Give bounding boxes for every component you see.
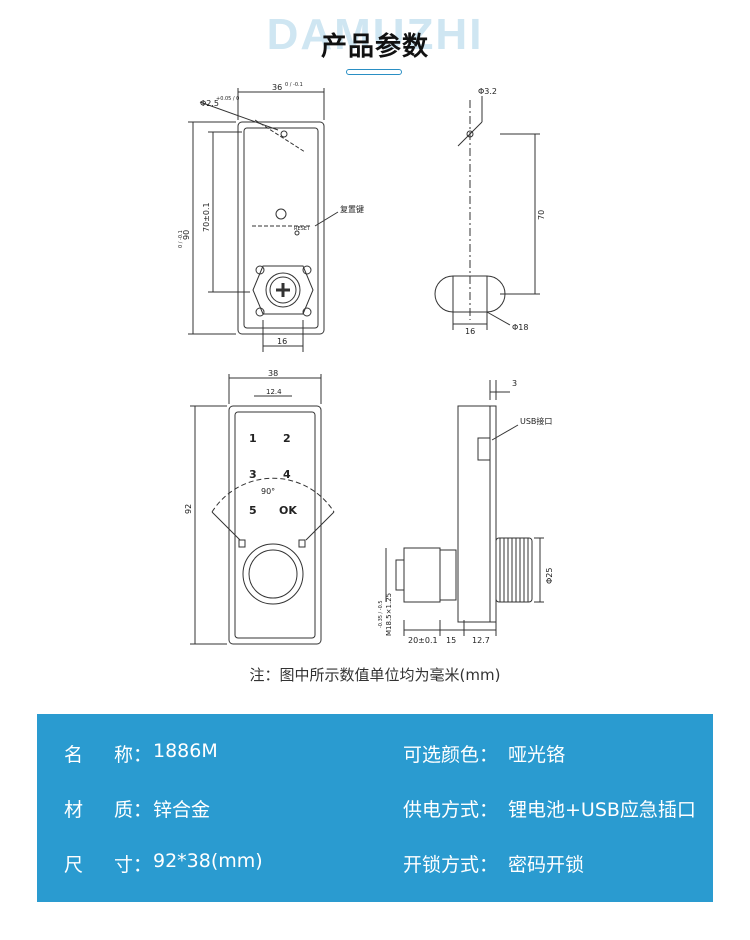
spec-label: 材 xyxy=(64,799,84,821)
keypad-key: OK xyxy=(279,504,297,517)
unit-note: 注：图中所示数值单位均为毫米(mm) xyxy=(249,666,501,684)
dim-bottom-width: 16 xyxy=(277,337,287,346)
label-usb-port: USB接口 xyxy=(520,416,552,426)
dim-bottom-1: 20±0.1 xyxy=(408,636,438,645)
title-underline xyxy=(346,69,402,75)
brand-watermark: DAMUZHI xyxy=(266,10,484,59)
label-reset-key: 复置键 xyxy=(340,204,364,214)
header: DAMUZHI 产品参数 xyxy=(0,0,750,90)
spec-value-power: 锂电池+USB应急插口 xyxy=(508,799,696,821)
spec-row: 材 质： 锌合金 供电方式： 锂电池+USB应急插口 xyxy=(37,795,713,825)
spec-label: 开锁方式： xyxy=(403,854,499,876)
keypad-key: 3 xyxy=(249,468,257,481)
keypad-key: 2 xyxy=(283,432,291,445)
page-title: 产品参数 xyxy=(320,32,429,62)
technical-drawing: Φ2.5 +0.05 / 0 36 0 / -0.1 90 0 / -0.1 7… xyxy=(160,80,590,660)
spec-label: 寸： xyxy=(114,854,153,876)
spec-label: 尺 xyxy=(64,854,84,876)
dim-hole-tol: +0.05 / 0 xyxy=(216,96,239,102)
dim-front-height: 92 xyxy=(184,504,193,514)
dim-height-total-tol: 0 / -0.1 xyxy=(178,230,184,248)
back-view xyxy=(188,88,339,352)
dim-bottom-3: 12.7 xyxy=(472,636,490,645)
dim-side-dia: Φ3.2 xyxy=(478,87,497,96)
spec-label: 可选颜色： xyxy=(403,744,499,766)
front-view xyxy=(190,374,335,645)
dim-knob-dia: Φ25 xyxy=(545,568,554,584)
spec-value-material: 锌合金 xyxy=(153,799,211,821)
dim-side-thickness: 3 xyxy=(512,379,517,388)
spec-label: 质： xyxy=(114,799,153,821)
spec-value-unlock: 密码开锁 xyxy=(508,854,585,876)
dim-hole-dia: Φ2.5 xyxy=(200,99,219,108)
spec-label: 称： xyxy=(114,744,153,766)
angle-label: 90° xyxy=(261,487,275,496)
dim-width-tol: 0 / -0.1 xyxy=(285,82,303,88)
keypad-key: 5 xyxy=(249,504,257,517)
spec-label: 名 xyxy=(64,744,84,766)
spec-panel: 名 称： 1886M 可选颜色： 哑光铬 材 质： 锌合金 供电方式： 锂电池+… xyxy=(37,714,713,902)
dim-thread: M18.5×1.25 xyxy=(385,593,393,636)
spec-row: 尺 寸： 92*38(mm) 开锁方式： 密码开锁 xyxy=(37,850,713,880)
keypad-key: 4 xyxy=(283,468,291,481)
dim-side-width: 16 xyxy=(465,327,475,336)
spec-value-color: 哑光铬 xyxy=(508,744,566,766)
spec-row: 名 称： 1886M 可选颜色： 哑光铬 xyxy=(37,740,713,770)
dim-bottom-2: 15 xyxy=(446,636,456,645)
spec-value-model: 1886M xyxy=(153,740,218,762)
label-reset-text: RESET xyxy=(294,226,311,232)
dim-side-dia2: Φ18 xyxy=(512,323,528,332)
side-section-view xyxy=(385,380,544,636)
dim-front-width: 38 xyxy=(268,369,278,378)
side-profile-view xyxy=(434,96,540,330)
dim-side-height: 70 xyxy=(537,210,546,220)
dim-thread-tol: -0.35 / -0.5 xyxy=(378,600,384,628)
dim-width-top: 36 xyxy=(272,83,282,92)
keypad-key: 1 xyxy=(249,432,257,445)
spec-label: 供电方式： xyxy=(403,799,499,821)
spec-value-size: 92*38(mm) xyxy=(153,850,263,872)
dim-front-inner: 12.4 xyxy=(266,388,282,396)
dim-height-total: 90 xyxy=(182,230,191,240)
dim-height-mid: 70±0.1 xyxy=(202,202,211,232)
